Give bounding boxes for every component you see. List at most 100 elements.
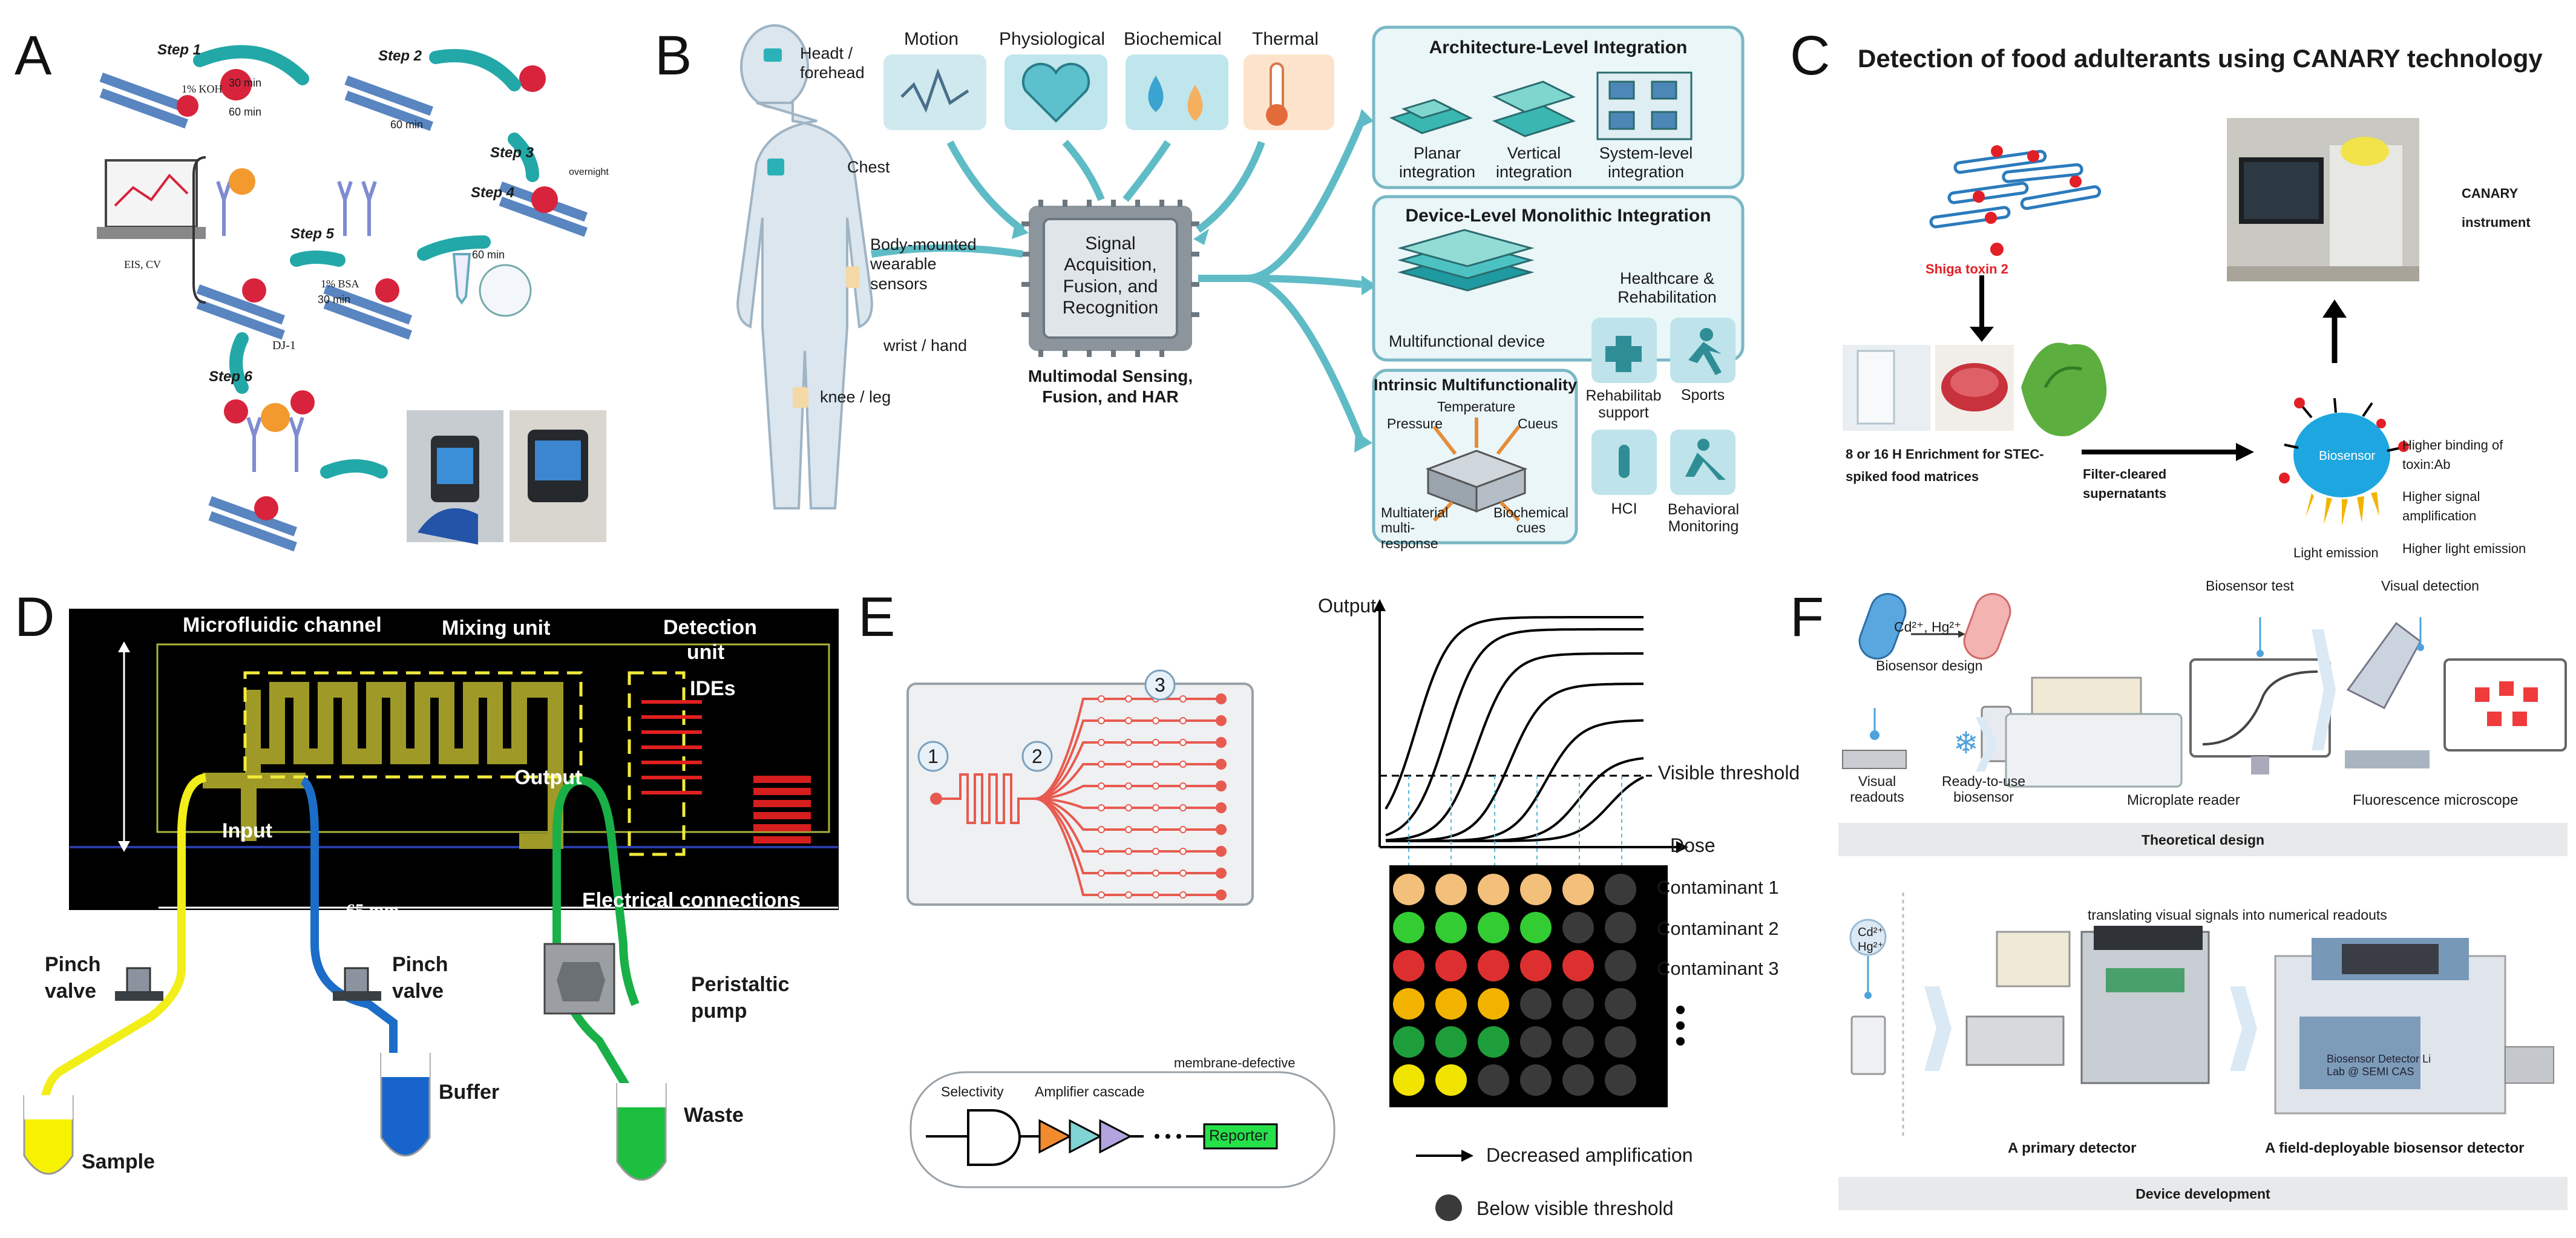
intrinsic-biochemical: Biochemical cues <box>1493 505 1568 536</box>
outcome-signal: Higher signal amplification <box>2402 489 2480 523</box>
body-label-chest: Chest <box>847 158 890 176</box>
dose-response-curve <box>1386 719 1644 842</box>
channel-node <box>1125 761 1132 768</box>
contaminant-dot <box>1605 874 1636 905</box>
device-development-band: Device development <box>2135 1186 2270 1202</box>
output-axis-label: Output <box>1318 595 1377 617</box>
contaminant-dot <box>1562 950 1594 981</box>
ready-to-use-label: Ready-to-use biosensor <box>1941 773 2026 805</box>
contaminant-dot <box>1435 874 1467 905</box>
pinch-valve-2: Pinch valve <box>392 953 448 1003</box>
channel-node <box>1179 717 1187 724</box>
channel-outlet <box>1216 824 1227 835</box>
decreased-label: Decreased amplification <box>1486 1144 1693 1166</box>
arch-item-system: System-level integration <box>1599 144 1693 182</box>
channel-node <box>1179 891 1187 899</box>
channel-outlet <box>1216 781 1227 791</box>
time-30b-label: 30 min <box>318 293 351 306</box>
step-6-label: Step 6 <box>209 368 253 385</box>
translating-label: translating visual signals into numerica… <box>2088 907 2387 923</box>
contaminant-dot <box>1435 912 1467 943</box>
health-title: Healthcare & Rehabilitation <box>1617 269 1717 307</box>
svg-text:❄: ❄ <box>1953 726 1979 760</box>
biosensor-test-label: Biosensor test <box>2206 578 2294 594</box>
contaminant-dot <box>1562 988 1594 1020</box>
outcome-binding: Higher binding of toxin:Ab <box>2402 437 2503 472</box>
below-threshold-label: Below visible threshold <box>1476 1197 1674 1219</box>
channel-node <box>1098 891 1105 899</box>
ions2a-label: Cd²⁺ <box>1858 926 1884 939</box>
channel-node <box>1098 717 1105 724</box>
channel-node <box>1125 695 1132 703</box>
channel-node <box>1179 695 1187 703</box>
channel-node <box>1152 717 1159 724</box>
contaminant-dot <box>1478 988 1509 1020</box>
channel-node <box>1125 739 1132 746</box>
contaminant-dot <box>1520 1026 1552 1058</box>
channel-branch <box>1034 797 1216 896</box>
channel-node <box>1152 739 1159 746</box>
contaminant-dot <box>1393 950 1424 981</box>
contaminant-dot <box>1435 988 1467 1020</box>
contaminant-dot <box>1393 988 1424 1020</box>
peristaltic-pump: Peristaltic pump <box>691 973 790 1023</box>
channel-outlet <box>1216 759 1227 770</box>
panel-e: 1 2 3 membrane-defective Selectivity Amp… <box>859 581 1800 1238</box>
pinch-valve-1: Pinch valve <box>45 953 101 1003</box>
waste-label: Waste <box>684 1104 744 1127</box>
channel-node <box>1152 870 1159 877</box>
contaminant-dot <box>1562 874 1594 905</box>
channel-outlet <box>1216 715 1227 726</box>
time-60b-label: 60 min <box>390 119 424 131</box>
ions-label: Cd²⁺, Hg²⁺ <box>1894 619 1962 635</box>
chip-label: Signal Acquisition, Fusion, and Recognit… <box>1062 234 1159 318</box>
channel-node <box>1125 782 1132 790</box>
channel-node <box>1125 804 1132 811</box>
lab-label: Biosensor Detector Li Lab @ SEMI CAS <box>2327 1053 2431 1078</box>
arch-item-vertical: Vertical integration <box>1495 144 1573 182</box>
time-60-label: 60 min <box>229 106 262 118</box>
contaminant-dot <box>1478 1064 1509 1096</box>
dimension-65mm: 65 mm <box>346 900 399 920</box>
sensor-label-biochemical: Biochemical <box>1124 29 1222 49</box>
visual-readouts-label: Visual readouts <box>1850 773 1904 805</box>
filter-label: Filter-cleared supernatants <box>2083 467 2167 501</box>
label-microfluidic: Microfluidic channel <box>183 614 382 637</box>
sensor-label-thermal: Thermal <box>1252 29 1319 49</box>
buffer-label: Buffer <box>439 1081 500 1104</box>
microplate-label: Microplate reader <box>2127 792 2240 808</box>
channel-node <box>1125 848 1132 855</box>
panel-b-graphic <box>736 24 1745 545</box>
panel-b: Headt / forehead Chest Body-mounted wear… <box>641 0 1767 557</box>
panel-c-graphic <box>1843 118 2419 526</box>
label-electrical: Electrical connections <box>582 889 801 912</box>
sample-label: Sample <box>82 1150 155 1173</box>
body-label-head: Headt / forehead <box>800 44 865 82</box>
health-item-rehab: Rehabilitab support <box>1585 387 1662 421</box>
panel-letter-e: E <box>858 586 896 648</box>
contaminant-dot <box>1478 912 1509 943</box>
device-item: Multifunctional device <box>1389 332 1545 350</box>
instrument-label: CANARY instrument <box>2462 186 2531 231</box>
contaminant-dot <box>1605 988 1636 1020</box>
dimension-20mm: 20 mm <box>53 720 73 773</box>
channel-node <box>1098 761 1105 768</box>
visual-detection-label: Visual detection <box>2381 578 2479 594</box>
primary-detector-label: A primary detector <box>2008 1140 2137 1156</box>
contaminant-dot <box>1520 874 1552 905</box>
step-1-label: Step 1 <box>157 42 202 58</box>
label-mixing: Mixing unit <box>442 617 551 640</box>
channel-node <box>1152 826 1159 833</box>
panel-letter-a: A <box>15 25 52 87</box>
dose-response-curve <box>1385 616 1644 810</box>
biosensor-design-label: Biosensor design <box>1876 658 1983 673</box>
contaminant-1: Contaminant 1 <box>1657 877 1779 898</box>
channel-node <box>1125 870 1132 877</box>
step-4-label: Step 4 <box>471 185 515 201</box>
dose-response-curve <box>1386 776 1644 842</box>
dose-response-curve <box>1386 683 1644 842</box>
contaminant-dot <box>1605 1026 1636 1058</box>
contaminant-dot <box>1520 1064 1552 1096</box>
step-3-label: Step 3 <box>490 145 534 161</box>
